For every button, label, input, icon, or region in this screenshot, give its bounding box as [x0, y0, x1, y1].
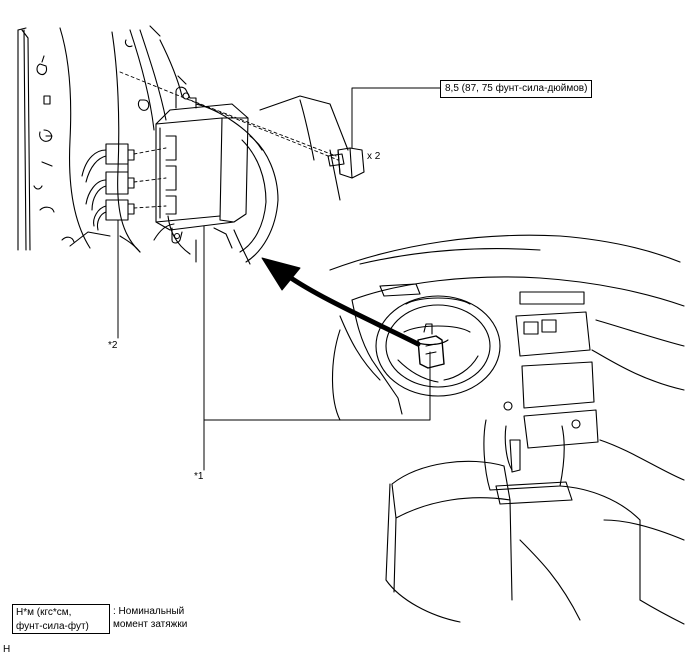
- vehicle-interior-drawing: [329, 234, 685, 625]
- torque-spec-callout: 8,5 (87, 75 фунт-сила-дюймов): [440, 80, 593, 98]
- callout-1-label: *1: [194, 471, 204, 482]
- bolt-drawing: [119, 71, 365, 179]
- torque-legend-box: Н*м (кгс*см, фунт-сила-фут): [12, 604, 110, 634]
- legend-description-line-1: : Номинальный: [113, 606, 185, 617]
- corner-code-label: H: [3, 644, 11, 655]
- leader-lines: [117, 87, 441, 471]
- legend-unit-line-1: Н*м (кгс*см,: [16, 607, 72, 618]
- bolt-quantity-label: x 2: [367, 151, 381, 162]
- dashboard-frame-drawing: [195, 95, 349, 265]
- ecu-unit-drawing: [155, 86, 249, 244]
- body-panel-drawing: [17, 25, 197, 263]
- callout-2-label: *2: [108, 340, 118, 351]
- harness-connectors-drawing: [81, 143, 167, 231]
- legend-unit-line-2: фунт-сила-фут): [16, 621, 89, 632]
- location-arrow: [261, 257, 421, 347]
- legend-description-line-2: момент затяжки: [113, 619, 188, 630]
